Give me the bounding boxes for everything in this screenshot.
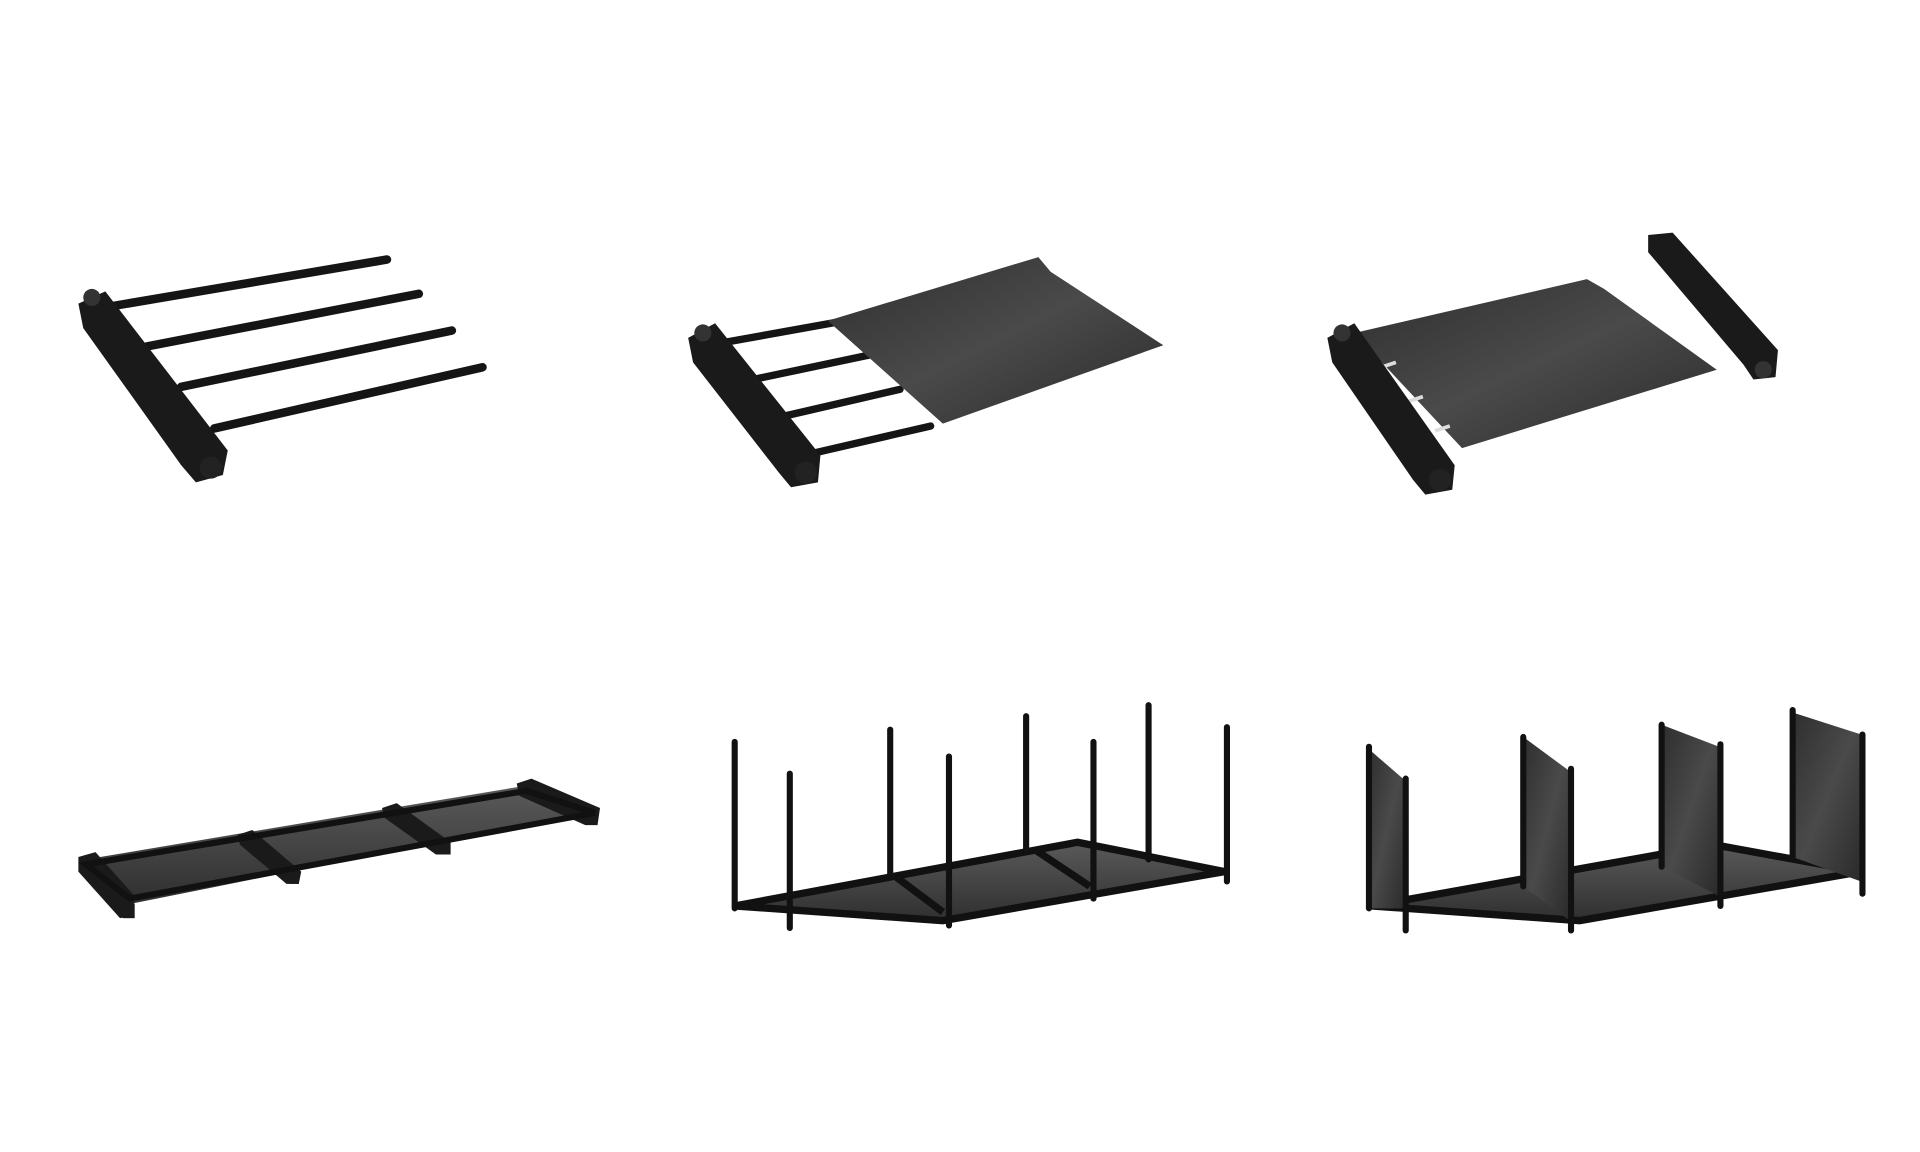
- step-1-frame-with-rods: [78, 255, 487, 483]
- step-4-long-shelf-base: [78, 778, 600, 919]
- step-2-fabric-on-rods: [688, 257, 1164, 488]
- step-5-base-with-posts: [731, 702, 1230, 932]
- step-6-base-with-fabric-panels: [1365, 706, 1866, 934]
- step-3-fabric-shelf-with-end-bar: [1327, 232, 1778, 495]
